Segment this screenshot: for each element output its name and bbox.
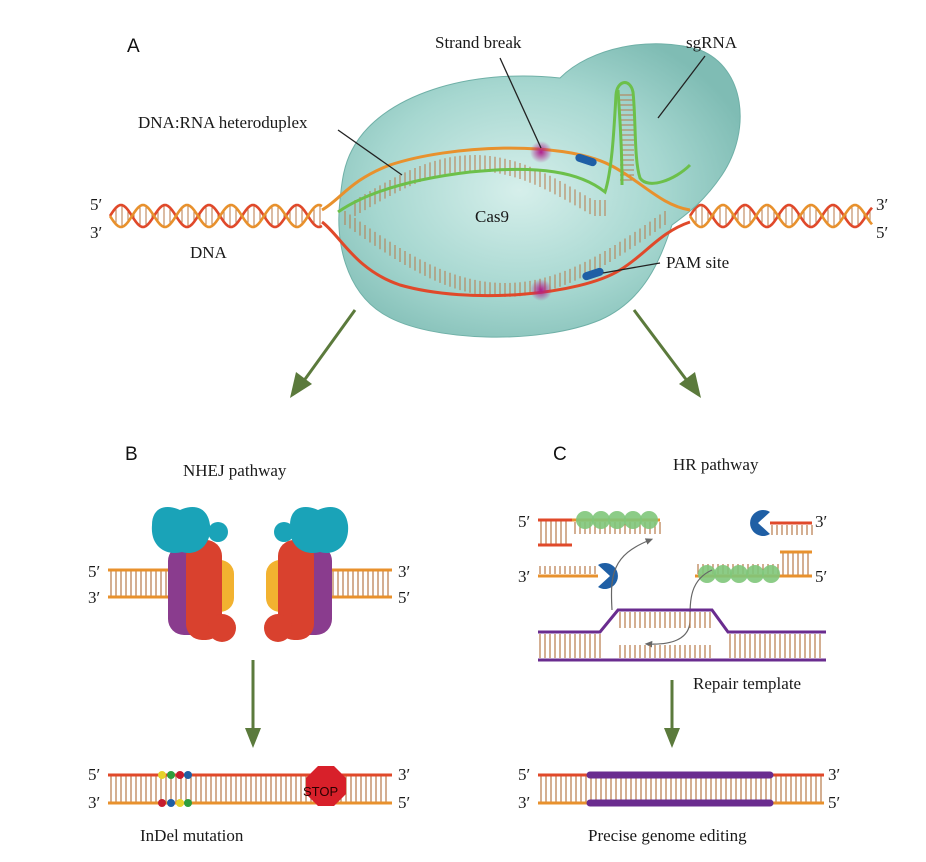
helix-strand-orange xyxy=(688,203,873,229)
helix-strand-red xyxy=(688,203,873,229)
panel-b-letter: B xyxy=(125,444,138,465)
template-label: Repair template xyxy=(693,674,801,693)
label-cas9: Cas9 xyxy=(475,207,509,226)
label-dna: DNA xyxy=(190,243,228,262)
hr-strand1-right-end: 3′ xyxy=(815,512,827,531)
indel-bottom-left-end: 3′ xyxy=(88,793,100,812)
repair-template xyxy=(538,608,826,662)
rpa-beads-top xyxy=(576,511,658,529)
sgrna-hairpin-side xyxy=(616,89,624,186)
indel-top-right-end: 3′ xyxy=(398,765,410,784)
sgrna-guide-strand xyxy=(337,81,692,214)
dna-double-helix-right xyxy=(688,203,873,229)
pam-site-top xyxy=(575,153,597,167)
nhej-broken-dna xyxy=(108,568,392,599)
heteroduplex-rungs xyxy=(354,155,606,216)
panel-c-letter: C xyxy=(553,444,567,465)
hr-result-bottom-right-end: 5′ xyxy=(828,793,840,812)
dna-top-strand-in-cas9 xyxy=(321,146,691,212)
hr-strand2-left-end: 3′ xyxy=(518,567,530,586)
panel-a-letter: A xyxy=(127,36,140,57)
dna-bottom-strand-in-cas9 xyxy=(321,220,691,298)
exonuclease-icon xyxy=(750,510,770,537)
template-top-strand xyxy=(538,608,826,634)
nhej-title: NHEJ pathway xyxy=(183,461,287,480)
hr-title: HR pathway xyxy=(673,455,759,474)
label-heteroduplex: DNA:RNA heteroduplex xyxy=(138,113,308,132)
nhej-complex-icon xyxy=(151,506,236,642)
arrow-to-hr xyxy=(632,309,701,398)
rpa-beads-bottom xyxy=(698,565,780,583)
hr-strand2-right-end: 5′ xyxy=(815,567,827,586)
cas9-protein xyxy=(338,43,741,338)
label-sgrna: sgRNA xyxy=(686,33,738,52)
leader-pam xyxy=(602,262,661,274)
nhej-top-left-end: 5′ xyxy=(88,562,100,581)
hr-result-bottom-left-end: 3′ xyxy=(518,793,530,812)
pam-site-bottom xyxy=(582,267,604,281)
strand-invasion-arrow xyxy=(610,538,654,611)
nhej-bottom-right-end: 5′ xyxy=(398,588,410,607)
a-right-top-end: 3′ xyxy=(876,195,888,214)
hr-result-top-right-end: 3′ xyxy=(828,765,840,784)
indel-dna xyxy=(108,773,392,805)
hr-result-top-left-end: 5′ xyxy=(518,765,530,784)
stop-label: STOP xyxy=(303,784,338,799)
a-right-bottom-end: 5′ xyxy=(876,223,888,242)
leader-strand-break xyxy=(499,57,542,149)
arrow-to-nhej xyxy=(290,309,357,398)
dna-double-helix-left xyxy=(108,203,323,229)
exonuclease-icon xyxy=(598,563,618,589)
a-left-bottom-end: 3′ xyxy=(90,223,102,242)
arrow-nhej-down xyxy=(245,660,261,748)
edited-dna xyxy=(538,771,824,807)
nhej-complex-icon xyxy=(264,506,349,642)
hr-strand1-left-end: 5′ xyxy=(518,512,530,531)
hr-result-label: Precise genome editing xyxy=(588,826,747,845)
strand-break-bottom xyxy=(530,279,552,301)
arrow-hr-down xyxy=(664,680,680,748)
helix-strand-orange xyxy=(108,203,323,229)
a-left-top-end: 5′ xyxy=(90,195,102,214)
nhej-top-right-end: 3′ xyxy=(398,562,410,581)
indel-bases xyxy=(158,771,192,807)
indel-top-left-end: 5′ xyxy=(88,765,100,784)
indel-bottom-right-end: 5′ xyxy=(398,793,410,812)
label-pam-site: PAM site xyxy=(666,253,729,272)
stop-sign-icon: STOP xyxy=(303,766,346,806)
leader-heteroduplex xyxy=(337,129,403,176)
nhej-bottom-left-end: 3′ xyxy=(88,588,100,607)
strand-break-top xyxy=(530,141,552,163)
leader-sgrna xyxy=(657,55,706,119)
label-strand-break: Strand break xyxy=(435,33,522,52)
indel-label: InDel mutation xyxy=(140,826,244,845)
